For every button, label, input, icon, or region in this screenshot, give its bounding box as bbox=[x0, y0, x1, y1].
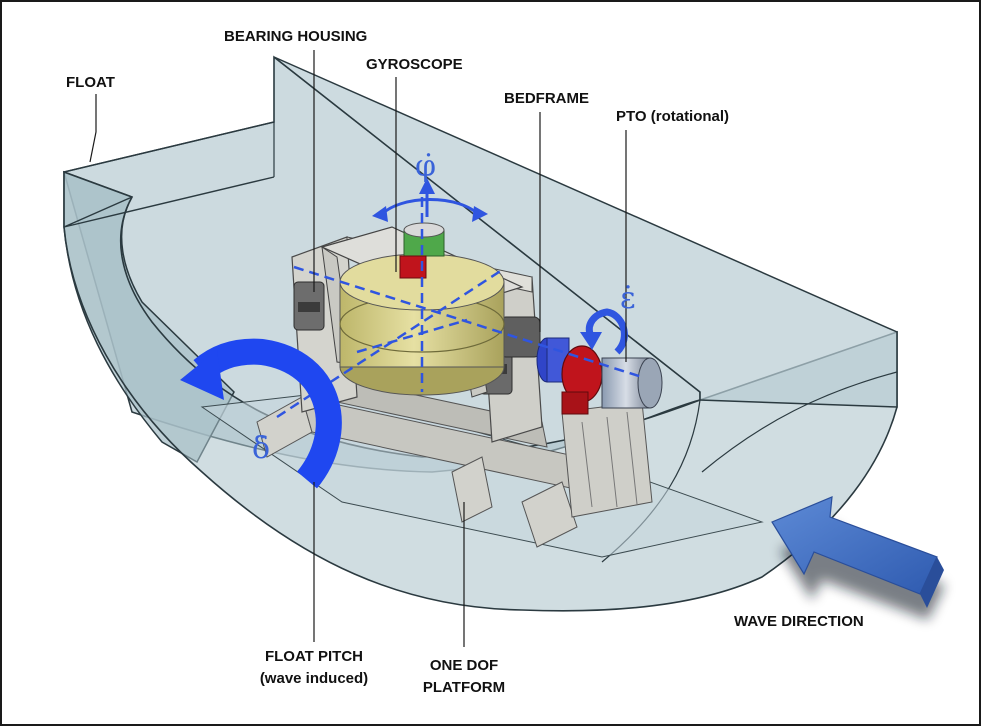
hull-right-end bbox=[273, 56, 898, 408]
label-platform-line1: ONE DOF bbox=[429, 657, 499, 674]
wave-direction-arrow bbox=[771, 496, 945, 620]
label-wave-direction: WAVE DIRECTION bbox=[734, 613, 864, 630]
hull-rim bbox=[63, 121, 275, 228]
label-bedframe: BEDFRAME bbox=[504, 90, 589, 107]
symbol-epsilon-dot: ε̇ bbox=[620, 281, 636, 316]
label-pto: PTO (rotational) bbox=[616, 108, 730, 125]
label-gyroscope: GYROSCOPE bbox=[366, 56, 463, 73]
label-float: FLOAT bbox=[66, 74, 115, 91]
pto-rotation-arrow bbox=[580, 308, 628, 355]
one-dof-platform bbox=[256, 376, 653, 548]
symbol-delta-dot: δ̇ bbox=[252, 431, 271, 466]
precession-arrow bbox=[372, 178, 488, 222]
float-pitch-arrow bbox=[180, 338, 342, 489]
label-platform-line2: PLATFORM bbox=[422, 679, 506, 696]
label-float-pitch-line2: (wave induced) bbox=[259, 670, 369, 687]
label-float-pitch: FLOAT PITCH (wave induced) bbox=[252, 648, 376, 688]
symbol-phi-dot: φ̇ bbox=[415, 149, 437, 184]
label-platform: ONE DOF PLATFORM bbox=[414, 657, 514, 697]
label-bearing-housing: BEARING HOUSING bbox=[224, 28, 368, 45]
leader-float bbox=[89, 94, 97, 163]
label-float-pitch-line1: FLOAT PITCH bbox=[264, 648, 364, 665]
leader-lines bbox=[89, 50, 627, 647]
rotation-axes bbox=[276, 197, 643, 419]
